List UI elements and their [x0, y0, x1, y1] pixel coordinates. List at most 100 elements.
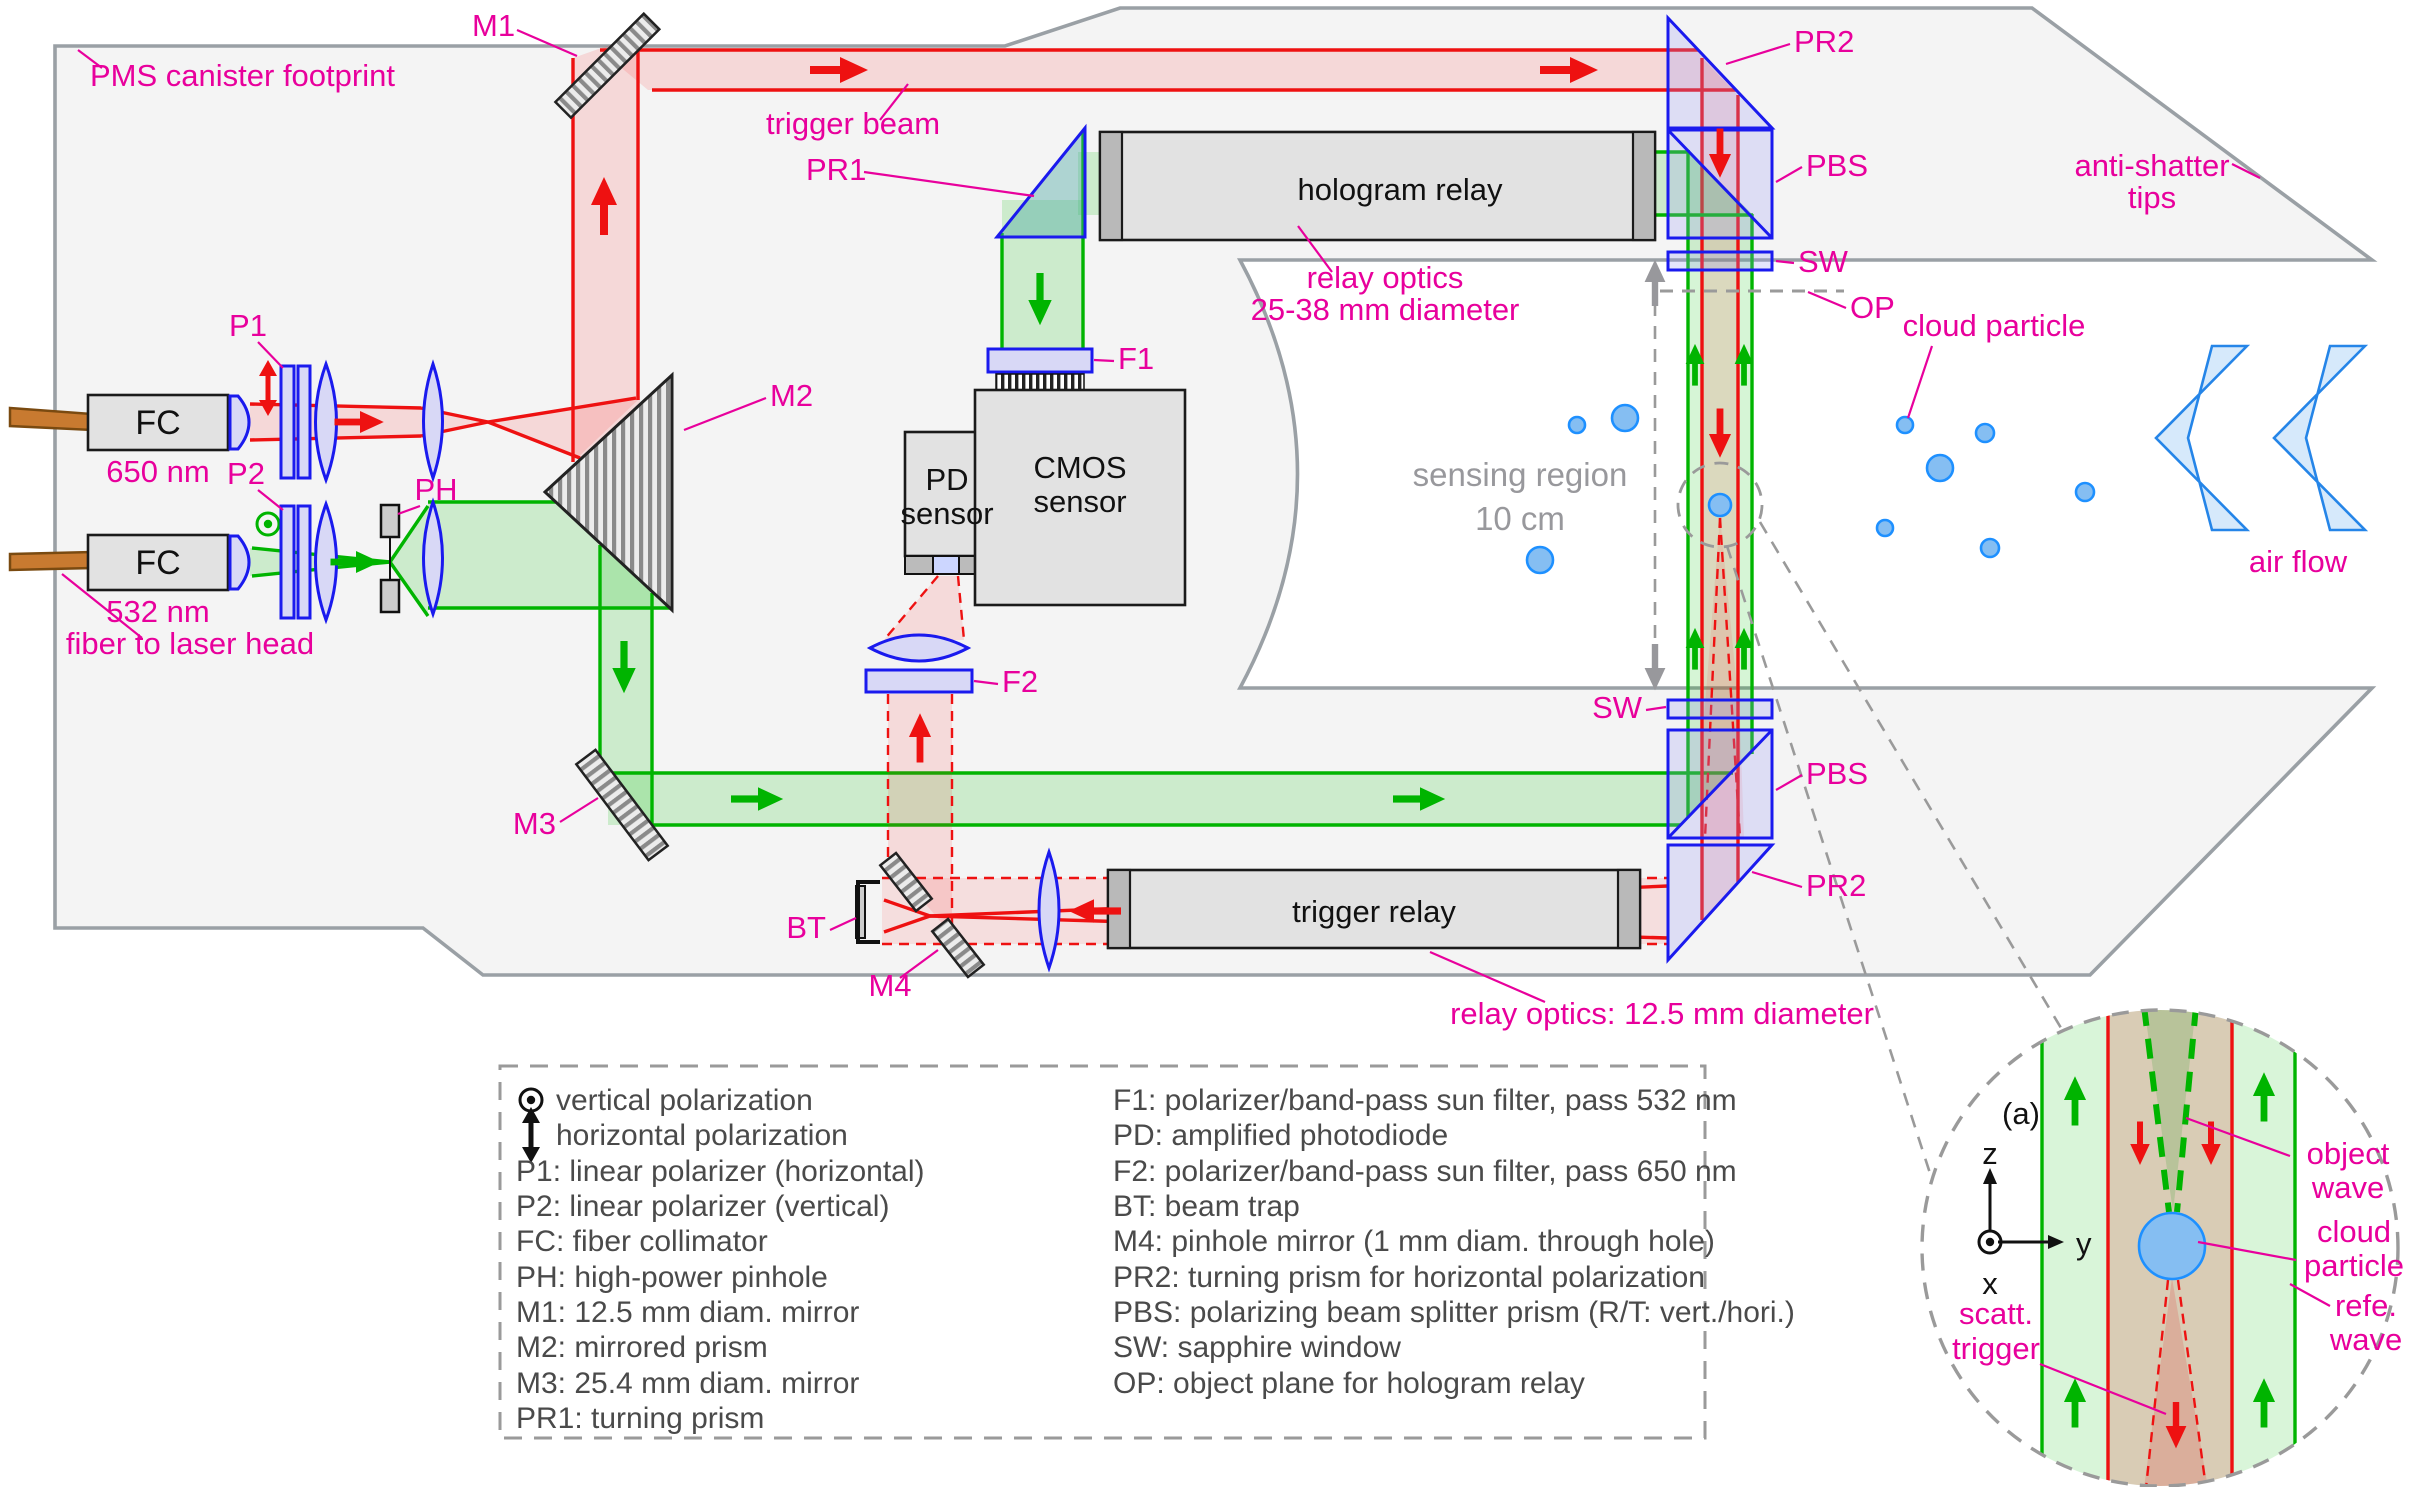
- label-cloud-particle: cloud particle: [1903, 308, 2086, 343]
- label-650nm: 650 nm: [106, 454, 209, 489]
- label-f1: F1: [1118, 341, 1154, 376]
- scatt-trigger-cone: [2144, 1278, 2208, 1486]
- hologram-relay: [1098, 130, 1657, 242]
- legend-left-9: PR1: turning prism: [516, 1402, 764, 1435]
- pr2-top-prism: [1666, 14, 1776, 130]
- label-sensing-region: sensing region: [1413, 456, 1628, 493]
- label-sensing-10cm: 10 cm: [1475, 500, 1565, 537]
- air-flow-chevrons: [2154, 344, 2369, 532]
- green-beam-sensing-vertical: [1686, 150, 1754, 818]
- f2-lens: [866, 633, 972, 663]
- label-pd-2: sensor: [900, 496, 993, 531]
- p1-polarizer: [279, 359, 338, 485]
- f1-filter: [986, 347, 1094, 374]
- legend-right-0: F1: polarizer/band-pass sun filter, pass…: [1113, 1084, 1737, 1117]
- label-p2: P2: [227, 456, 265, 491]
- inset-label-refe-2: wave: [2329, 1322, 2402, 1357]
- object-wave-cone: [2141, 1010, 2199, 1213]
- inset-label-cloud-1: cloud: [2317, 1214, 2391, 1249]
- trigger-relay: [1037, 847, 1642, 973]
- red-collimating-lens: [422, 359, 444, 483]
- label-trigger-beam: trigger beam: [766, 106, 940, 141]
- label-bt: BT: [786, 910, 826, 945]
- beam-trap: [855, 880, 880, 944]
- legend-left-8: M3: 25.4 mm diam. mirror: [516, 1367, 859, 1400]
- label-pr2-bottom: PR2: [1806, 868, 1866, 903]
- legend-right-5: PR2: turning prism for horizontal polari…: [1113, 1261, 1705, 1294]
- fiber-collimator-532: [86, 533, 230, 592]
- sensing-region-dimension: [1644, 259, 1666, 691]
- p2-polarizer: [279, 499, 338, 625]
- inset-label-object-1: object: [2307, 1136, 2390, 1171]
- green-beam-pr1-to-f1: [1000, 132, 1085, 352]
- inset-label-scatt-1: scatt.: [1959, 1296, 2033, 1331]
- green-collimating-lens: [422, 497, 444, 619]
- cmos-sensor: [973, 388, 1187, 607]
- m1-mirror: [553, 11, 662, 120]
- label-fc-top: FC: [135, 404, 180, 442]
- inset-detail: z y x (a) object wave cloud particle ref…: [1920, 1008, 2404, 1487]
- inset-axis-x: x: [1982, 1266, 1998, 1301]
- inset-axis-z: z: [1982, 1136, 1998, 1171]
- legend-left-3: P2: linear polarizer (vertical): [516, 1190, 889, 1223]
- label-m4: M4: [868, 968, 911, 1003]
- inset-label-refe-1: refe.: [2335, 1288, 2397, 1323]
- legend-left-5: PH: high-power pinhole: [516, 1261, 828, 1294]
- legend-right-2: F2: polarizer/band-pass sun filter, pass…: [1113, 1155, 1737, 1188]
- label-air-flow: air flow: [2249, 544, 2348, 579]
- m4-pinhole-mirror: [878, 851, 986, 979]
- label-trigger-relay: trigger relay: [1292, 894, 1456, 929]
- sw-top-window: [1666, 250, 1774, 272]
- pbs-top-cube: [1666, 128, 1774, 240]
- label-anti-shatter-2: tips: [2128, 180, 2176, 215]
- high-power-pinhole: [379, 503, 401, 614]
- inset-axis-y: y: [2076, 1226, 2092, 1261]
- legend-left-0: vertical polarization: [556, 1084, 813, 1117]
- label-ph: PH: [414, 472, 457, 507]
- label-f2: F2: [1002, 664, 1038, 699]
- m3-mirror: [574, 748, 670, 862]
- inset-label-object-2: wave: [2311, 1170, 2384, 1205]
- cloud-particles: [1525, 403, 2096, 575]
- label-anti-shatter-1: anti-shatter: [2074, 148, 2229, 183]
- pr2-bottom-prism: [1666, 843, 1776, 964]
- label-m1: M1: [472, 8, 515, 43]
- main-labels: PMS canister footprint M1 trigger beam P…: [61, 8, 2348, 1031]
- label-p1: P1: [229, 308, 267, 343]
- inset-tag: (a): [2002, 1096, 2040, 1131]
- legend-right-3: BT: beam trap: [1113, 1190, 1300, 1223]
- legend-right-7: SW: sapphire window: [1113, 1331, 1401, 1364]
- label-hologram-relay: hologram relay: [1297, 172, 1503, 207]
- pr1-turning-prism: [993, 123, 1087, 239]
- legend-left-4: FC: fiber collimator: [516, 1225, 768, 1258]
- f2-filter: [864, 668, 974, 694]
- pms-canister-footprint: [53, 6, 2378, 977]
- legend-box: vertical polarization horizontal polariz…: [498, 1064, 1795, 1440]
- trigger-relay-lens: [1037, 847, 1061, 973]
- label-pd-1: PD: [925, 462, 968, 497]
- label-pbs-top: PBS: [1806, 148, 1868, 183]
- cmos-window-comb: [995, 373, 1085, 391]
- green-beam-m3-to-pbs: [608, 771, 1733, 827]
- inset-label-cloud-2: particle: [2304, 1248, 2404, 1283]
- label-relay-optics-2: 25-38 mm diameter: [1251, 292, 1520, 327]
- label-fc-bottom: FC: [135, 544, 180, 582]
- fiber-collimator-650: [86, 393, 230, 452]
- fc532-lens-cap: [228, 534, 251, 591]
- legend-right-8: OP: object plane for hologram relay: [1113, 1367, 1585, 1400]
- label-fiber: fiber to laser head: [66, 626, 314, 661]
- trigger-beam-top: [600, 48, 1736, 92]
- label-cmos-2: sensor: [1033, 484, 1126, 519]
- legend-left-1: horizontal polarization: [556, 1119, 848, 1152]
- red-beam-sensing-vertical: [1700, 58, 1740, 920]
- label-sw-top: SW: [1798, 244, 1849, 279]
- label-532nm: 532 nm: [106, 594, 209, 629]
- label-pbs-bottom: PBS: [1806, 756, 1868, 791]
- label-pms-footprint: PMS canister footprint: [90, 58, 395, 93]
- legend-left-2: P1: linear polarizer (horizontal): [516, 1155, 925, 1188]
- inset-label-scatt-2: trigger: [1952, 1331, 2040, 1366]
- label-m2: M2: [770, 378, 813, 413]
- pbs-bottom-cube: [1666, 728, 1774, 840]
- scattered-trigger-cone: [1700, 516, 1744, 839]
